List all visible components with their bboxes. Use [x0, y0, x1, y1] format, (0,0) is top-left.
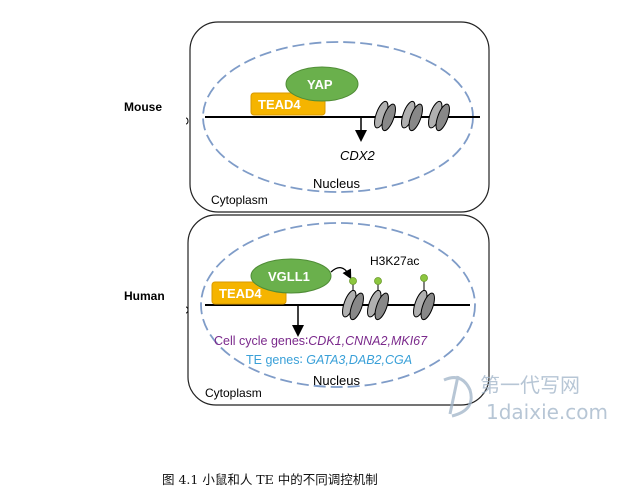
human-cytoplasm-label: Cytoplasm: [205, 386, 262, 400]
human-panel: Human TEAD4 VGLL1 H3K27ac Cell cycle gen…: [124, 214, 490, 406]
human-vgll1-oval: [250, 258, 332, 294]
cell-cycle-gene-list: CDK1,CNNA2,MKI67: [308, 334, 428, 348]
te-prefix: TE genes∶: [246, 353, 306, 367]
mouse-tead4-label: TEAD4: [258, 97, 301, 112]
watermark-logo: [443, 375, 473, 418]
human-acetylation-arrow: [330, 267, 352, 280]
human-tead4-label: TEAD4: [219, 286, 262, 301]
mouse-panel: Mouse TEAD4 YAP CDX2 Nucleus Cytoplasm: [124, 21, 490, 213]
human-vgll1-label: VGLL1: [268, 269, 310, 284]
acetyl-mark-1: [349, 277, 357, 285]
te-genes-line: TE genes∶ GATA3,DAB2,CGA: [246, 353, 412, 367]
mouse-yap-oval: [285, 66, 359, 102]
mouse-cytoplasm-label: Cytoplasm: [211, 193, 268, 207]
mouse-target-gene: CDX2: [340, 148, 375, 163]
figure-caption: 图 4.1 小鼠和人 TE 中的不同调控机制: [162, 472, 378, 487]
human-nucleus-envelope: [200, 222, 476, 388]
watermark: 第一代写网 1daixie.com: [443, 373, 608, 424]
watermark-brand: 第一代写网: [480, 373, 580, 397]
watermark-url: 1daixie.com: [486, 400, 608, 424]
human-cell-outline: [187, 214, 490, 406]
human-nucleus-label: Nucleus: [313, 373, 360, 388]
acetyl-mark-2: [374, 277, 382, 285]
cell-cycle-prefix: Cell cycle genes∶: [214, 334, 308, 348]
human-h3k27ac-label: H3K27ac: [370, 254, 419, 268]
human-label: Human: [124, 289, 165, 303]
mouse-nucleus-label: Nucleus: [313, 176, 360, 191]
te-gene-list: GATA3,DAB2,CGA: [306, 353, 412, 367]
mouse-yap-label: YAP: [307, 77, 333, 92]
cell-cycle-genes-line: Cell cycle genes∶CDK1,CNNA2,MKI67: [214, 334, 428, 348]
mouse-label: Mouse: [124, 100, 162, 114]
acetyl-mark-3: [420, 274, 428, 282]
